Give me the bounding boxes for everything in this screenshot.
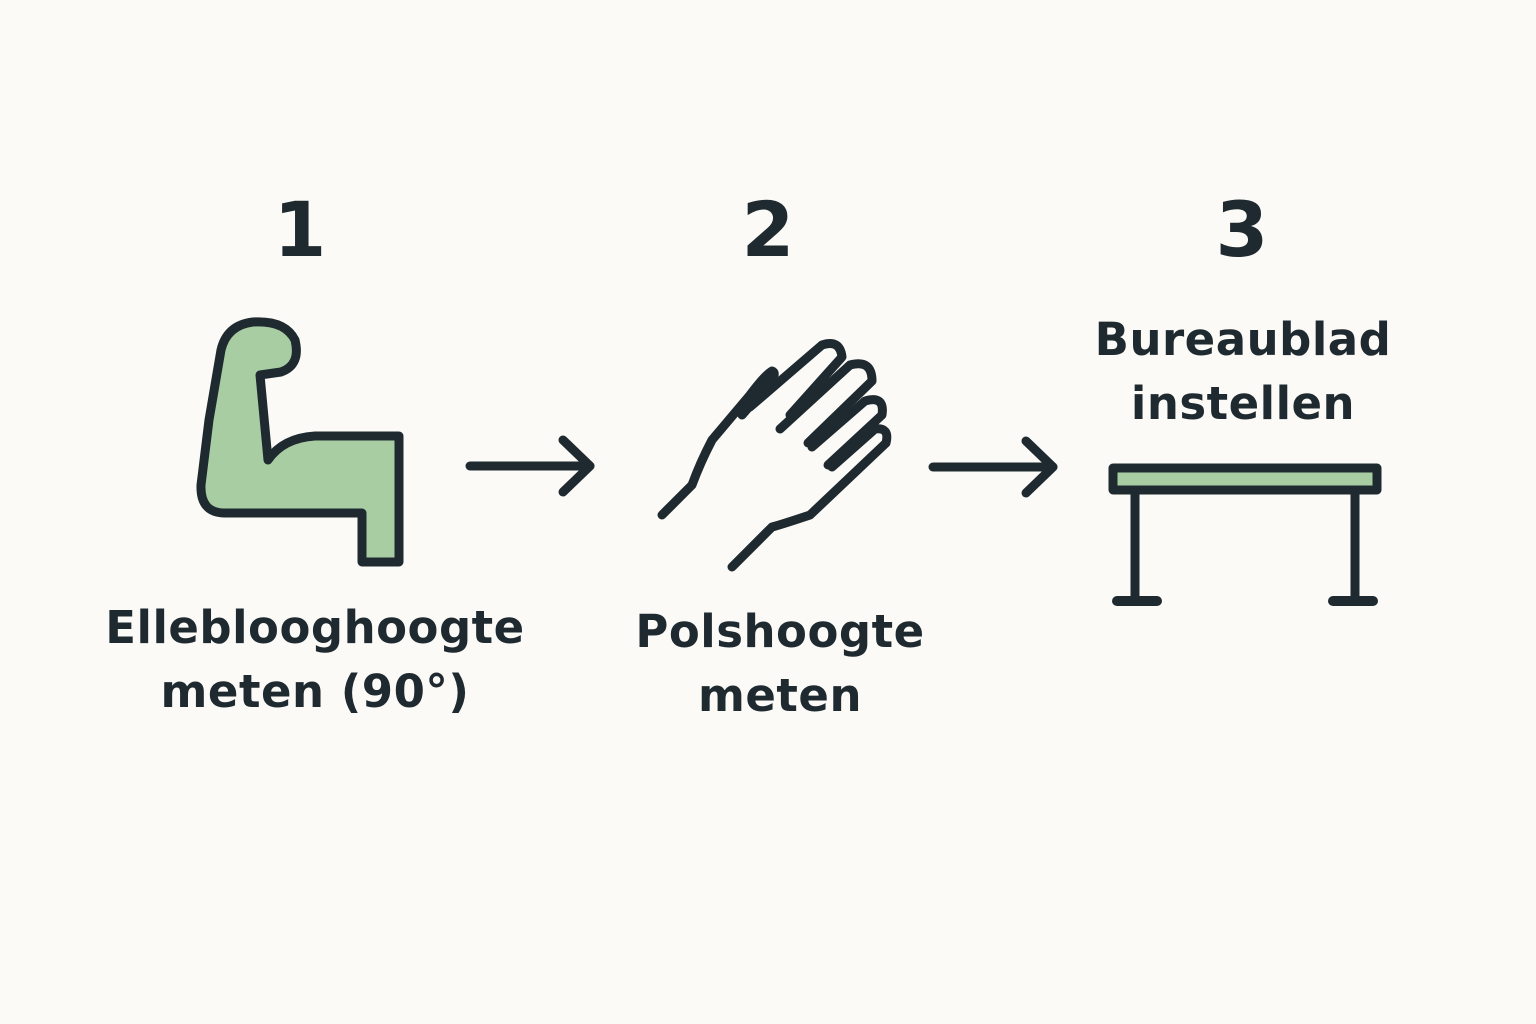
step-1-label: Elleblooghoogte meten (90°) xyxy=(95,596,535,724)
arrow-right-icon xyxy=(465,435,595,497)
step-1-label-line1: Elleblooghoogte xyxy=(105,601,525,654)
step-2-label: Polshoogte meten xyxy=(560,600,1000,728)
step-2-number: 2 xyxy=(741,185,795,274)
step-3-label-line1: Bureaublad xyxy=(1094,313,1392,366)
hand-icon xyxy=(657,339,892,572)
step-3-label: Bureaublad instellen xyxy=(1023,308,1463,436)
step-3-label-line2: instellen xyxy=(1130,377,1356,430)
step-1-number: 1 xyxy=(273,185,327,274)
step-2-label-line2: meten xyxy=(698,669,862,722)
desk-icon xyxy=(1108,463,1382,606)
arrow-right-icon xyxy=(928,436,1058,498)
step-3-number: 3 xyxy=(1215,185,1269,274)
step-2-label-line1: Polshoogte xyxy=(635,605,925,658)
step-1-label-line2: meten (90°) xyxy=(160,665,470,718)
flexed-arm-icon xyxy=(196,317,404,567)
